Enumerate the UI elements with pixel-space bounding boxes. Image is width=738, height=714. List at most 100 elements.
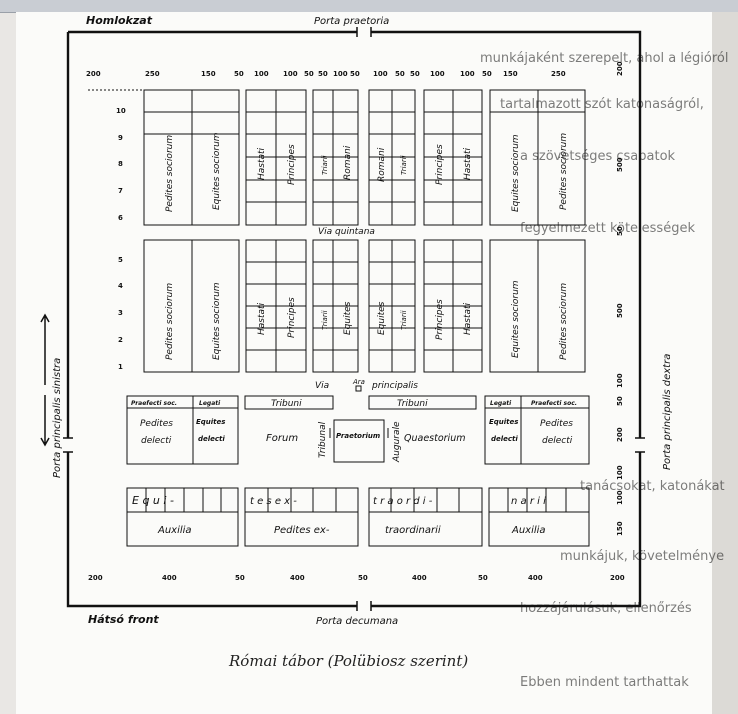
label-homlokzat: Homlokzat [86, 14, 153, 27]
dimension-label: 50 [350, 70, 360, 78]
row-number: 7 [118, 187, 123, 195]
dimension-label: 100 [616, 490, 624, 505]
label-principes: Principes [435, 299, 445, 340]
lower-block [143, 239, 586, 373]
dimension-label: 400 [528, 574, 543, 582]
label-principes: Principes [287, 144, 297, 185]
label-quaestorium: Quaestorium [404, 433, 465, 444]
label-narii: n a r i i [511, 496, 546, 507]
dimension-label: 50 [234, 70, 244, 78]
label-forum: Forum [266, 433, 298, 444]
dimension-label: 50 [410, 70, 420, 78]
label-equites: Equites [377, 301, 387, 335]
dimension-label: 50 [318, 70, 328, 78]
gate-marks [63, 27, 645, 611]
label-delecti: delecti [141, 436, 172, 446]
arrow-up-icon [40, 313, 50, 385]
dimension-label: 500 [616, 157, 624, 172]
label-pedites-sociorum: Pedites sociorum [165, 135, 175, 212]
dimension-label: 200 [610, 574, 625, 582]
label-equites: Equites [196, 418, 225, 426]
label-equites: Equites [489, 418, 518, 426]
label-equites-sociorum: Equites sociorum [511, 280, 521, 358]
scanned-page [16, 12, 712, 714]
label-romani: Romani [377, 147, 387, 182]
label-praefecti-soc: Praefecti soc. [131, 400, 177, 407]
dimension-label: 500 [616, 303, 624, 318]
viewer-right-margin [712, 12, 738, 714]
label-equites-sociorum: Equites sociorum [511, 134, 521, 212]
label-romani: Romani [343, 145, 353, 180]
label-equi: E q u i - [132, 494, 174, 507]
label-hastati: Hastati [257, 302, 267, 335]
dimension-label: 250 [145, 70, 160, 78]
dimension-label: 200 [86, 70, 101, 78]
dimension-label: 250 [551, 70, 566, 78]
label-equites-sociorum: Equites sociorum [212, 132, 222, 210]
dimension-label: 200 [88, 574, 103, 582]
label-delecti: delecti [542, 436, 573, 446]
extraordinarii-band [126, 487, 590, 547]
dimension-label: 100 [333, 70, 348, 78]
label-praefecti-soc: Praefecti soc. [531, 400, 577, 407]
label-hatso-front: Hátsó front [88, 613, 159, 626]
figure-caption: Római tábor (Polübiosz szerint) [228, 652, 468, 670]
label-auxilia: Auxilia [511, 525, 546, 536]
label-principalis: principalis [371, 381, 418, 391]
row-number: 2 [118, 336, 123, 344]
label-augurale: Augurale [392, 421, 402, 463]
label-pedites: Pedites [540, 419, 573, 429]
label-tra-ordi: t r a o r d i - [373, 496, 433, 507]
dimension-label: 100 [254, 70, 269, 78]
dimension-label: 50 [395, 70, 405, 78]
dimension-label: 100 [430, 70, 445, 78]
row-number: 9 [118, 134, 123, 142]
label-ara: Ara [352, 378, 365, 386]
row-number: 5 [118, 256, 123, 264]
dimension-label: 100 [283, 70, 298, 78]
dimension-label: 100 [616, 373, 624, 388]
label-legati: Legati [199, 400, 221, 407]
label-traordinarii: traordinarii [385, 525, 441, 536]
label-pedites-sociorum: Pedites sociorum [165, 283, 175, 360]
label-tes-ex: t e s e x - [250, 496, 297, 507]
dimension-label: 400 [290, 574, 305, 582]
row-number: 10 [116, 107, 126, 115]
label-triarii: Triarii [400, 310, 408, 330]
label-porta-praetoria: Porta praetoria [314, 16, 389, 27]
label-tribunal: Tribunal [318, 421, 328, 458]
dimension-label: 150 [503, 70, 518, 78]
label-legati: Legati [490, 400, 512, 407]
label-equites-sociorum: Equites sociorum [212, 282, 222, 360]
row-number: 6 [118, 214, 123, 222]
dimension-label: 50 [616, 226, 624, 236]
dimension-label: 50 [304, 70, 314, 78]
label-delecti: delecti [198, 435, 225, 443]
label-tribuni: Tribuni [397, 399, 428, 409]
dimension-label: 100 [616, 465, 624, 480]
dimension-label: 400 [162, 574, 177, 582]
dimension-label: 50 [616, 396, 624, 406]
label-auxilia: Auxilia [157, 525, 192, 536]
dimension-label: 50 [478, 574, 488, 582]
label-praetorium: Praetorium [336, 432, 380, 440]
headquarters-zone [126, 385, 590, 465]
label-triarii: Triarii [321, 310, 329, 330]
label-principes: Principes [435, 144, 445, 185]
label-porta-dextra: Porta principalis dextra [662, 354, 673, 470]
dimension-label: 100 [460, 70, 475, 78]
label-porta-decumana: Porta decumana [316, 616, 398, 627]
label-hastati: Hastati [463, 302, 473, 335]
dimension-label: 100 [373, 70, 388, 78]
row-number: 3 [118, 309, 123, 317]
dimension-label: 50 [358, 574, 368, 582]
label-hastati: Hastati [257, 147, 267, 180]
camp-wall [66, 30, 642, 608]
row-number: 4 [118, 282, 123, 290]
label-equites: Equites [343, 301, 353, 335]
label-pedites: Pedites [140, 419, 173, 429]
dimension-label: 150 [616, 521, 624, 536]
label-triarii: Triarii [321, 155, 329, 175]
label-porta-sinistra: Porta principalis sinistra [52, 358, 63, 478]
label-pedites-sociorum: Pedites sociorum [559, 133, 569, 210]
